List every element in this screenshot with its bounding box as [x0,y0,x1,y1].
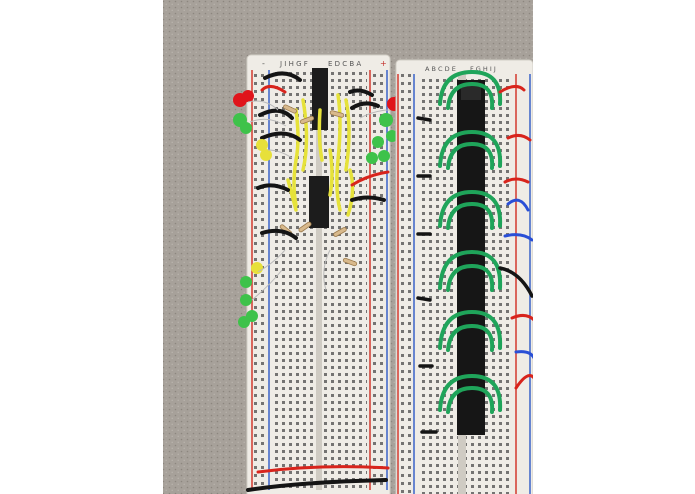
led-cluster-left [233,90,272,328]
black-jumper-wires [246,71,388,492]
frame-right [533,0,695,494]
left-breadboard: J I H G F E D C B A - + [233,54,406,494]
side-wires [498,85,536,390]
left-header-left: J I H G F [279,60,308,68]
yellow-wires [286,93,355,217]
left-header-right: E D C B A [328,60,361,68]
left-minus-sign: - [262,59,265,68]
right-header-right: F G H I J [470,65,496,73]
ic-chip-middle [309,176,329,228]
ic-chip-top [312,68,328,130]
black-short-jumpers [416,116,534,434]
red-jumper-wires [256,85,390,474]
right-header-left: A B C D E [425,65,456,73]
left-plus-sign: + [380,59,387,68]
led-leads [247,100,391,301]
green-jumper-arches [438,69,503,414]
right-breadboard: A B C D E F G H I J [395,59,536,494]
